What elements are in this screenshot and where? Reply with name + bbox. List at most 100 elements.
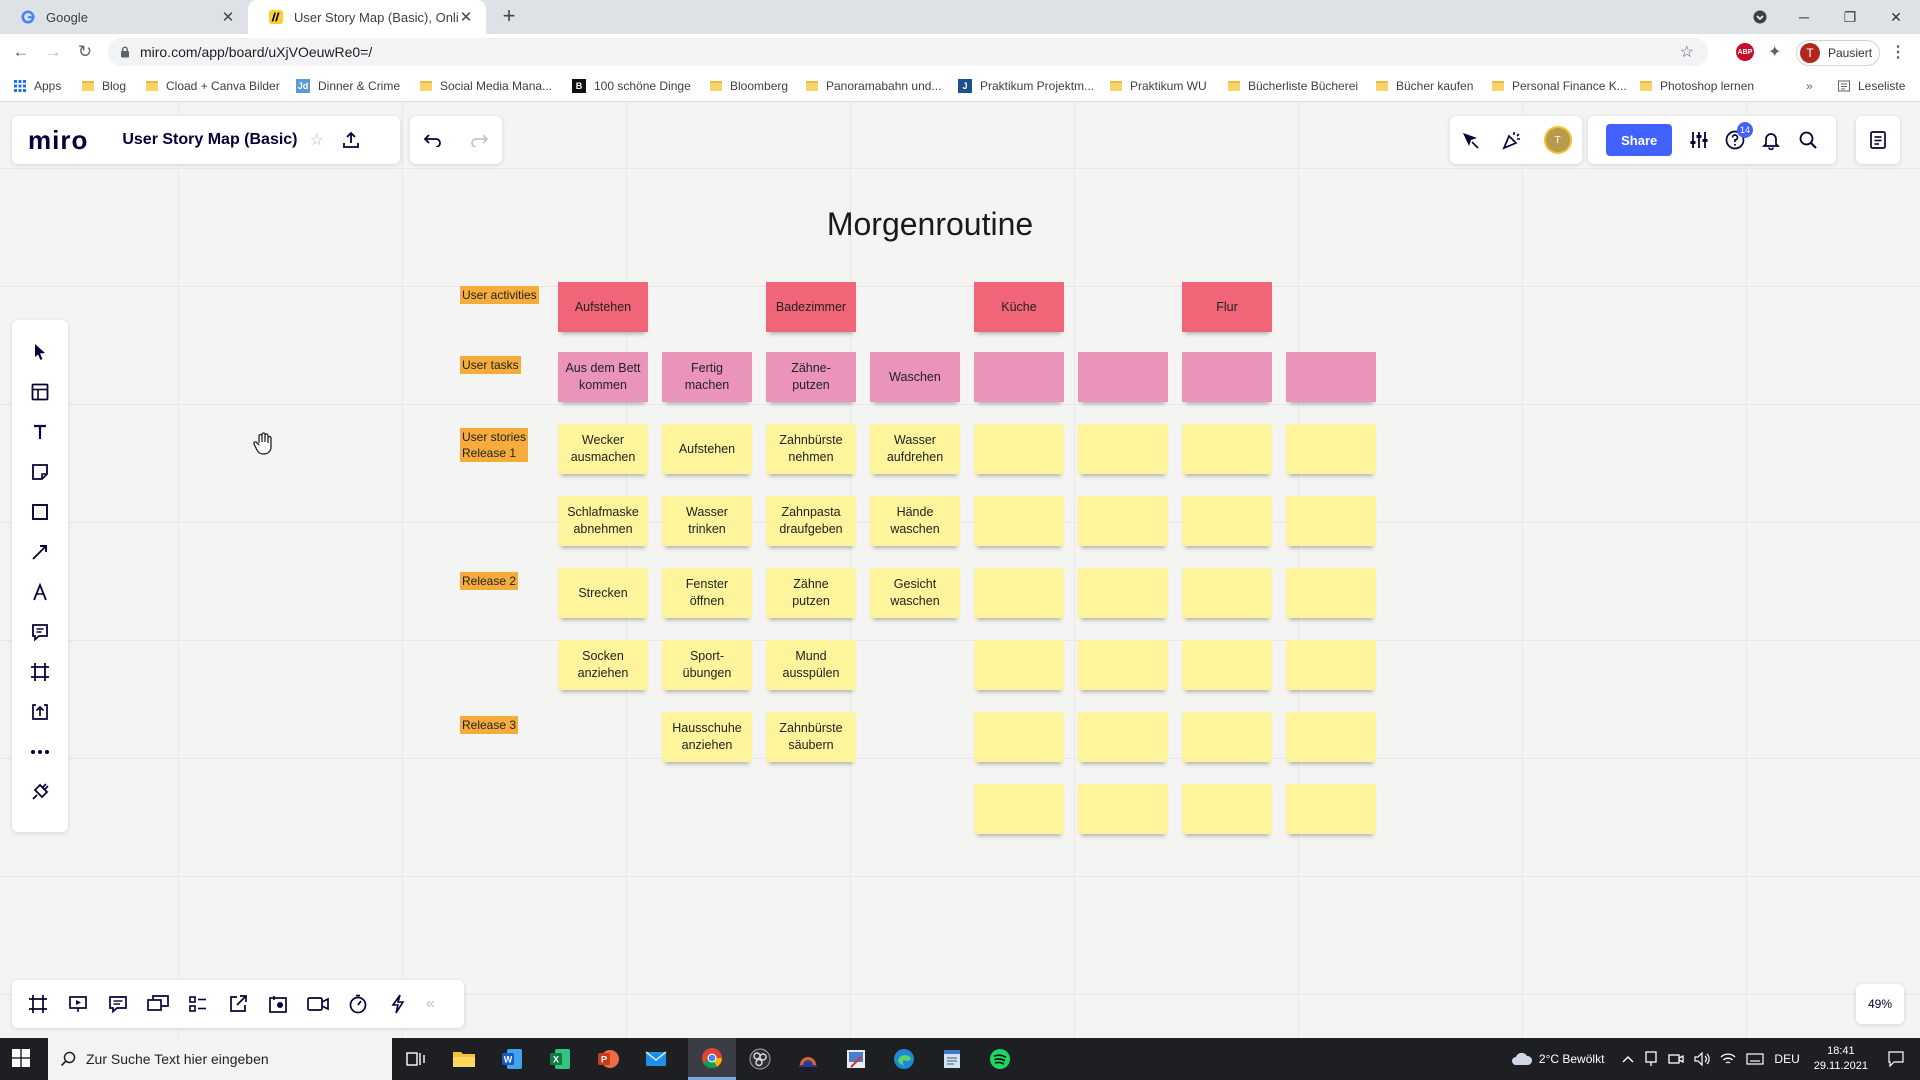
bookmark-buecher-kaufen[interactable]: Bücher kaufen [1376, 70, 1473, 102]
task-note[interactable]: Aus dem Bett kommen [558, 352, 648, 402]
settings-sliders-icon[interactable] [1689, 130, 1709, 150]
story-note[interactable]: Wasser trinken [662, 496, 752, 546]
story-note[interactable] [974, 712, 1064, 762]
story-note[interactable] [1286, 496, 1376, 546]
activity-note[interactable]: Badezimmer [766, 282, 856, 332]
obs-icon[interactable] [736, 1038, 784, 1080]
spotify-icon[interactable] [976, 1038, 1024, 1080]
word-icon[interactable]: W [488, 1038, 536, 1080]
story-note[interactable]: Zahnbürste säubern [766, 712, 856, 762]
screen-share-icon[interactable] [140, 986, 176, 1022]
task-note[interactable]: Fertig machen [662, 352, 752, 402]
story-note[interactable] [1182, 568, 1272, 618]
activity-lightning-icon[interactable] [380, 986, 416, 1022]
forward-arrow-icon[interactable]: → [44, 42, 62, 61]
profile-button[interactable]: T Pausiert [1796, 40, 1880, 66]
new-tab-button[interactable]: + [502, 3, 516, 28]
tray-chevron-up-icon[interactable] [1622, 1055, 1634, 1063]
templates-icon[interactable] [20, 372, 60, 412]
story-note[interactable] [974, 784, 1064, 834]
powerpoint-icon[interactable]: P [584, 1038, 632, 1080]
follow-pointer-icon[interactable] [1460, 130, 1480, 150]
upload-icon[interactable] [20, 692, 60, 732]
connection-line-arrow-icon[interactable] [20, 532, 60, 572]
story-note[interactable]: Zahnpasta draufgeben [766, 496, 856, 546]
activity-note[interactable]: Küche [974, 282, 1064, 332]
board-heading[interactable]: Morgenroutine [826, 206, 1034, 242]
story-note[interactable] [1182, 712, 1272, 762]
tab-search-icon[interactable] [1740, 4, 1780, 30]
close-tab-icon[interactable]: ✕ [459, 9, 473, 26]
story-note[interactable]: Strecken [558, 568, 648, 618]
edge-icon[interactable] [880, 1038, 928, 1080]
story-note[interactable] [974, 640, 1064, 690]
frame-icon[interactable] [20, 652, 60, 692]
task-note[interactable] [1286, 352, 1376, 402]
address-bar[interactable]: miro.com/app/board/uXjVOeuwRe0=/ ☆ [108, 38, 1708, 66]
row-label-user-activities[interactable]: User activities [460, 286, 539, 304]
more-bookmarks-icon[interactable]: » [1806, 79, 1813, 93]
pen-draw-icon[interactable] [20, 572, 60, 612]
story-note[interactable] [1286, 712, 1376, 762]
story-note[interactable]: Zähne putzen [766, 568, 856, 618]
story-note[interactable] [1286, 424, 1376, 474]
miro-logo[interactable]: miro [28, 124, 89, 155]
story-note[interactable]: Wasser aufdrehen [870, 424, 960, 474]
bookmark-apps[interactable]: Apps [14, 70, 61, 102]
row-label-user-stories-release-1[interactable]: User stories Release 1 [460, 428, 529, 462]
chrome-menu-icon[interactable]: ⋮ [1890, 44, 1906, 61]
story-note[interactable] [1078, 784, 1168, 834]
story-note[interactable] [1286, 784, 1376, 834]
story-note[interactable]: Wecker ausmachen [558, 424, 648, 474]
bookmark-star-icon[interactable]: ☆ [1679, 44, 1694, 61]
story-note[interactable] [1286, 640, 1376, 690]
apps-plugin-icon[interactable] [20, 772, 60, 812]
board-canvas[interactable] [0, 102, 1920, 1038]
bookmark-photoshop[interactable]: Photoshop lernen [1640, 70, 1754, 102]
file-explorer-icon[interactable] [440, 1038, 488, 1080]
reload-icon[interactable]: ↻ [77, 42, 93, 61]
timer-icon[interactable] [340, 986, 376, 1022]
bookmark-praktikum-wu[interactable]: Praktikum WU [1110, 70, 1207, 102]
adblock-extension-icon[interactable]: ABP [1736, 43, 1754, 61]
text-tool-icon[interactable] [20, 412, 60, 452]
excel-icon[interactable]: X [536, 1038, 584, 1080]
story-note[interactable] [1078, 712, 1168, 762]
task-note[interactable] [974, 352, 1064, 402]
presentation-icon[interactable] [60, 986, 96, 1022]
device-icon[interactable] [1644, 1051, 1658, 1067]
action-center-notification-icon[interactable] [1888, 1051, 1904, 1067]
board-title[interactable]: User Story Map (Basic) [122, 131, 298, 148]
back-arrow-icon[interactable]: ← [12, 42, 30, 61]
voting-icon[interactable] [260, 986, 296, 1022]
story-note[interactable]: Schlafmaske abnehmen [558, 496, 648, 546]
favorite-star-icon[interactable]: ☆ [309, 132, 324, 149]
row-label-user-tasks[interactable]: User tasks [460, 356, 521, 374]
story-note[interactable] [974, 568, 1064, 618]
bookmark-personal-finance[interactable]: Personal Finance K... [1492, 70, 1627, 102]
task-note[interactable] [1078, 352, 1168, 402]
notifications-bell-icon[interactable] [1761, 130, 1781, 150]
windows-start-icon[interactable] [12, 1049, 30, 1067]
story-note[interactable] [1078, 424, 1168, 474]
bookmark-blog[interactable]: Blog [82, 70, 126, 102]
notepad-app-icon[interactable] [928, 1038, 976, 1080]
taskbar-search-input[interactable]: Zur Suche Text hier eingeben [48, 1038, 392, 1080]
story-note[interactable]: Aufstehen [662, 424, 752, 474]
celebrate-party-icon[interactable] [1501, 129, 1523, 151]
shape-rectangle-icon[interactable] [20, 492, 60, 532]
bookmark-cload-canva[interactable]: Cload + Canva Bilder [146, 70, 280, 102]
volume-icon[interactable] [1694, 1052, 1711, 1066]
more-tools-ellipsis-icon[interactable] [20, 732, 60, 772]
keyboard-icon[interactable] [1746, 1053, 1765, 1065]
extensions-puzzle-icon[interactable]: ✦ [1768, 44, 1782, 61]
story-note[interactable] [1078, 496, 1168, 546]
story-note[interactable]: Gesicht waschen [870, 568, 960, 618]
paint-app-icon[interactable] [832, 1038, 880, 1080]
story-note[interactable]: Hausschuhe anziehen [662, 712, 752, 762]
mail-icon[interactable] [632, 1038, 680, 1080]
reading-list-button[interactable]: Leseliste [1838, 70, 1905, 102]
task-note[interactable]: Waschen [870, 352, 960, 402]
